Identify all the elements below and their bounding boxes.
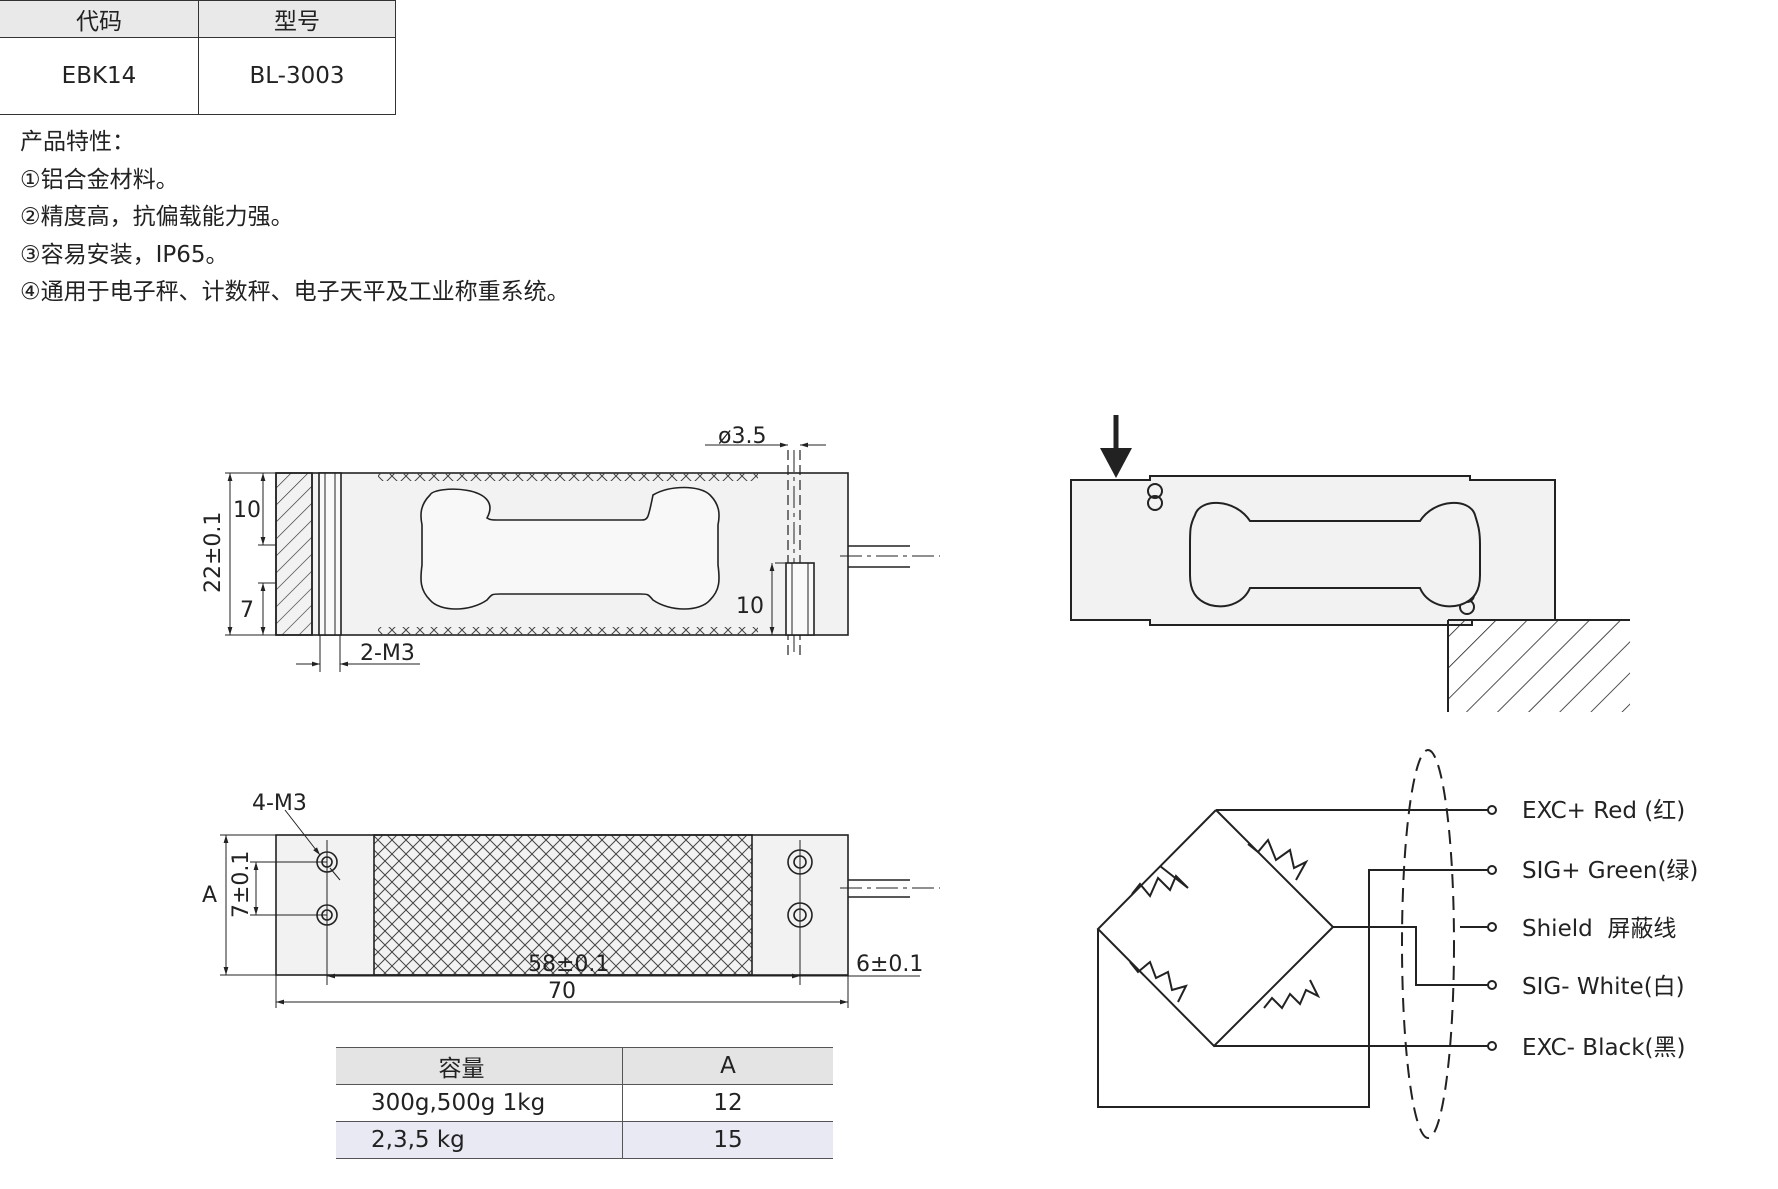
feature-item-4: ④通用于电子秤、计数秤、电子天平及工业称重系统。 <box>20 279 570 305</box>
dim-thread-2m3: 2-M3 <box>360 641 415 666</box>
wiring-diagram <box>1096 749 1497 1139</box>
capacity-row-2-range: 2,3,5 kg <box>336 1121 623 1159</box>
side-view <box>225 442 940 672</box>
code-model-table: 代码 型号 EBK14 BL-3003 <box>0 0 396 115</box>
a-header: A <box>622 1047 833 1085</box>
model-value: BL-3003 <box>198 37 396 115</box>
code-header: 代码 <box>0 0 199 38</box>
dim-70: 70 <box>548 979 576 1004</box>
wiring-labels: EXC+ Red (红) SIG+ Green(绿) Shield 屏蔽线 SI… <box>1522 798 1698 1061</box>
dim-7: 7±0.1 <box>229 851 254 918</box>
dim-hole-dia: ø3.5 <box>718 424 766 449</box>
dim-a: A <box>202 883 217 908</box>
wire-label-exc-plus: EXC+ Red (红) <box>1522 798 1685 824</box>
dim-height: 22±0.1 <box>201 512 226 593</box>
feature-item-1: ①铝合金材料。 <box>20 166 179 193</box>
capacity-row-1-range: 300g,500g 1kg <box>336 1084 623 1122</box>
feature-item-3: ③容易安装，IP65。 <box>20 241 229 268</box>
top-view-dimensions: 4-M3 A 7±0.1 58±0.1 70 6±0.1 <box>202 791 923 1004</box>
feature-item-2: ②精度高，抗偏载能力强。 <box>20 204 294 230</box>
capacity-header: 容量 <box>336 1047 623 1085</box>
wire-label-shield: Shield 屏蔽线 <box>1522 916 1676 942</box>
wire-label-sig-plus: SIG+ Green(绿) <box>1522 858 1698 884</box>
mounting-illustration <box>1070 415 1630 712</box>
capacity-table: 容量 A 300g,500g 1kg 12 2,3,5 kg 15 <box>336 1047 833 1159</box>
dim-10-left: 10 <box>233 498 261 523</box>
wire-label-sig-minus: SIG- White(白) <box>1522 974 1685 1000</box>
top-view <box>220 809 940 1008</box>
features-title: 产品特性： <box>20 129 135 155</box>
side-view-dimensions: ø3.5 22±0.1 10 7 10 2-M3 <box>201 424 766 666</box>
dim-7-left: 7 <box>240 598 254 623</box>
dim-10-right: 10 <box>736 594 764 619</box>
capacity-row-1-a: 12 <box>622 1084 833 1122</box>
product-features: 产品特性： ①铝合金材料。 ②精度高，抗偏载能力强。 ③容易安装，IP65。 ④… <box>20 124 570 312</box>
dim-6: 6±0.1 <box>856 952 923 977</box>
dim-58: 58±0.1 <box>528 952 609 977</box>
capacity-row-2-a: 15 <box>622 1121 833 1159</box>
code-value: EBK14 <box>0 37 199 115</box>
wire-label-exc-minus: EXC- Black(黑) <box>1522 1035 1685 1061</box>
dim-thread-4m3: 4-M3 <box>252 791 307 816</box>
